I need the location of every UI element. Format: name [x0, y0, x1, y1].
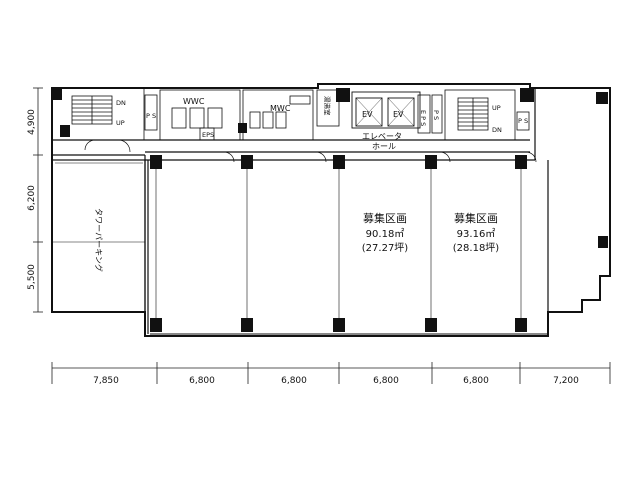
- column-left-mid: [60, 125, 70, 137]
- space-1-tsubo: (27.27坪): [362, 241, 409, 254]
- space-1-title: 募集区画: [363, 211, 407, 225]
- ps-stair-label: P S: [518, 117, 528, 125]
- dim-left-3: 5,500: [27, 264, 37, 290]
- dim-bottom-5: 6,800: [463, 376, 489, 386]
- space-2-tsubo: (28.18坪): [453, 241, 500, 254]
- ps-left-label: P S: [146, 112, 156, 120]
- mwc-room: [242, 89, 314, 141]
- ps-right-room: [431, 94, 443, 134]
- dim-bottom-4: 6,800: [373, 376, 399, 386]
- cleaning-room: [316, 89, 340, 127]
- right-stair-up-label: UP: [492, 104, 501, 112]
- left-dimension-line: [33, 87, 43, 313]
- space-2-title: 募集区画: [454, 211, 498, 225]
- bottom-dimension-line: [51, 362, 611, 384]
- tower-parking-area: [51, 159, 146, 313]
- dim-left-1: 4,900: [27, 109, 37, 135]
- elevator-hall-label-2: ホール: [372, 142, 396, 151]
- elevator-hall-label-1: エレベータ: [362, 132, 402, 141]
- dim-bottom-3: 6,800: [281, 376, 307, 386]
- space-1-area: 90.18㎡: [366, 228, 405, 240]
- column-ev-left: [336, 88, 350, 102]
- cleaning-label: 湯沸室: [323, 96, 332, 116]
- left-stair: [51, 87, 145, 141]
- column-wc: [238, 123, 247, 133]
- left-stair-up-label: UP: [116, 119, 125, 127]
- tower-parking-label: タワーパーキング: [94, 208, 104, 272]
- right-stair-dn-label: DN: [492, 126, 502, 134]
- ps-stair-room: [516, 111, 530, 131]
- dim-bottom-1: 7,850: [93, 376, 119, 386]
- wwc-room: [159, 89, 241, 141]
- eps-label: EPS: [202, 131, 214, 139]
- space-2-area: 93.16㎡: [457, 228, 496, 240]
- ps-left-room: [144, 94, 158, 131]
- columns: [150, 92, 608, 332]
- column-left-top: [52, 88, 62, 100]
- eps-right-room: [417, 94, 431, 134]
- left-stair-dn-label: DN: [116, 99, 126, 107]
- wwc-label: WWC: [183, 97, 205, 106]
- grid-lines: [155, 169, 522, 318]
- ev2-label: EV: [393, 110, 404, 119]
- dim-left-2: 6,200: [27, 185, 37, 211]
- elevator-block: [351, 91, 421, 129]
- dim-bottom-2: 6,800: [189, 376, 215, 386]
- eps-right-label: E P S: [419, 110, 427, 126]
- ps-right-label: P S: [432, 110, 440, 120]
- column-right-top: [520, 88, 534, 102]
- ev1-label: EV: [362, 110, 373, 119]
- mwc-label: MWC: [270, 104, 291, 113]
- doors: [84, 139, 537, 163]
- right-stair: [444, 89, 516, 141]
- dim-bottom-6: 7,200: [553, 376, 579, 386]
